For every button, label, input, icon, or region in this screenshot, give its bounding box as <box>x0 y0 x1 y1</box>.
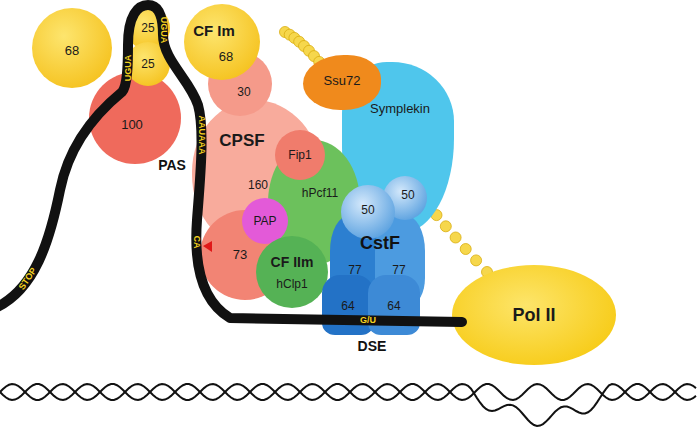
node-label: 50 <box>361 204 374 216</box>
region-label: DSE <box>358 339 387 353</box>
cstf-subunit: 64 <box>368 275 420 335</box>
cfim-subunit: 25 <box>126 42 170 86</box>
node-label: 64 <box>387 300 400 312</box>
ctd-bead <box>450 232 461 243</box>
node-label: Fip1 <box>288 149 311 161</box>
cfim-subunit: CF Im 68 <box>184 4 260 80</box>
rna-strand <box>0 5 462 322</box>
node-label: Pol II <box>512 306 555 324</box>
dna-strand <box>0 384 696 400</box>
node-label: hClp1 <box>276 278 307 290</box>
node-label: 30 <box>237 86 250 98</box>
cleavage-site <box>203 241 212 252</box>
cfim-subunit: 68 <box>32 8 112 88</box>
node-label: CF IIm <box>271 255 314 269</box>
pol-ii-enzyme: Pol II <box>452 265 616 365</box>
region-label: PAS <box>158 158 186 172</box>
sequence-element: STOP <box>17 266 38 291</box>
node-label: 68 <box>65 44 79 57</box>
cstf-subunit: 64 <box>322 275 374 335</box>
node-label: 73 <box>233 248 247 261</box>
node-label: 25 <box>141 58 154 70</box>
node-label: 160 <box>248 179 268 191</box>
sequence-element: CA <box>192 236 201 249</box>
cstf-subunit: 50 <box>341 185 395 239</box>
ctd-bead <box>440 221 451 232</box>
cpsf-subunit: 100 <box>89 72 181 164</box>
ctd-bead <box>471 255 482 266</box>
node-label: 100 <box>121 118 143 131</box>
dna-strand <box>0 384 696 426</box>
node-label: Symplekin <box>370 102 430 115</box>
node-label: 64 <box>341 300 354 312</box>
node-label: 25 <box>141 22 154 34</box>
node-label: hPcf11 <box>302 187 338 199</box>
node-label: CPSF <box>219 132 264 149</box>
node-label: Ssu72 <box>324 74 361 87</box>
cpsf-subunit: Fip1 <box>275 130 325 180</box>
node-label: CF Im <box>193 23 235 38</box>
node-label: 68 <box>219 50 233 63</box>
cfiim-subunit: CF IIm hClp1 <box>256 236 328 308</box>
ctd-bead <box>460 244 471 255</box>
node-label: 50 <box>401 189 414 201</box>
node-label: PAP <box>253 215 276 227</box>
ssu72-protein: Ssu72 <box>303 55 381 110</box>
